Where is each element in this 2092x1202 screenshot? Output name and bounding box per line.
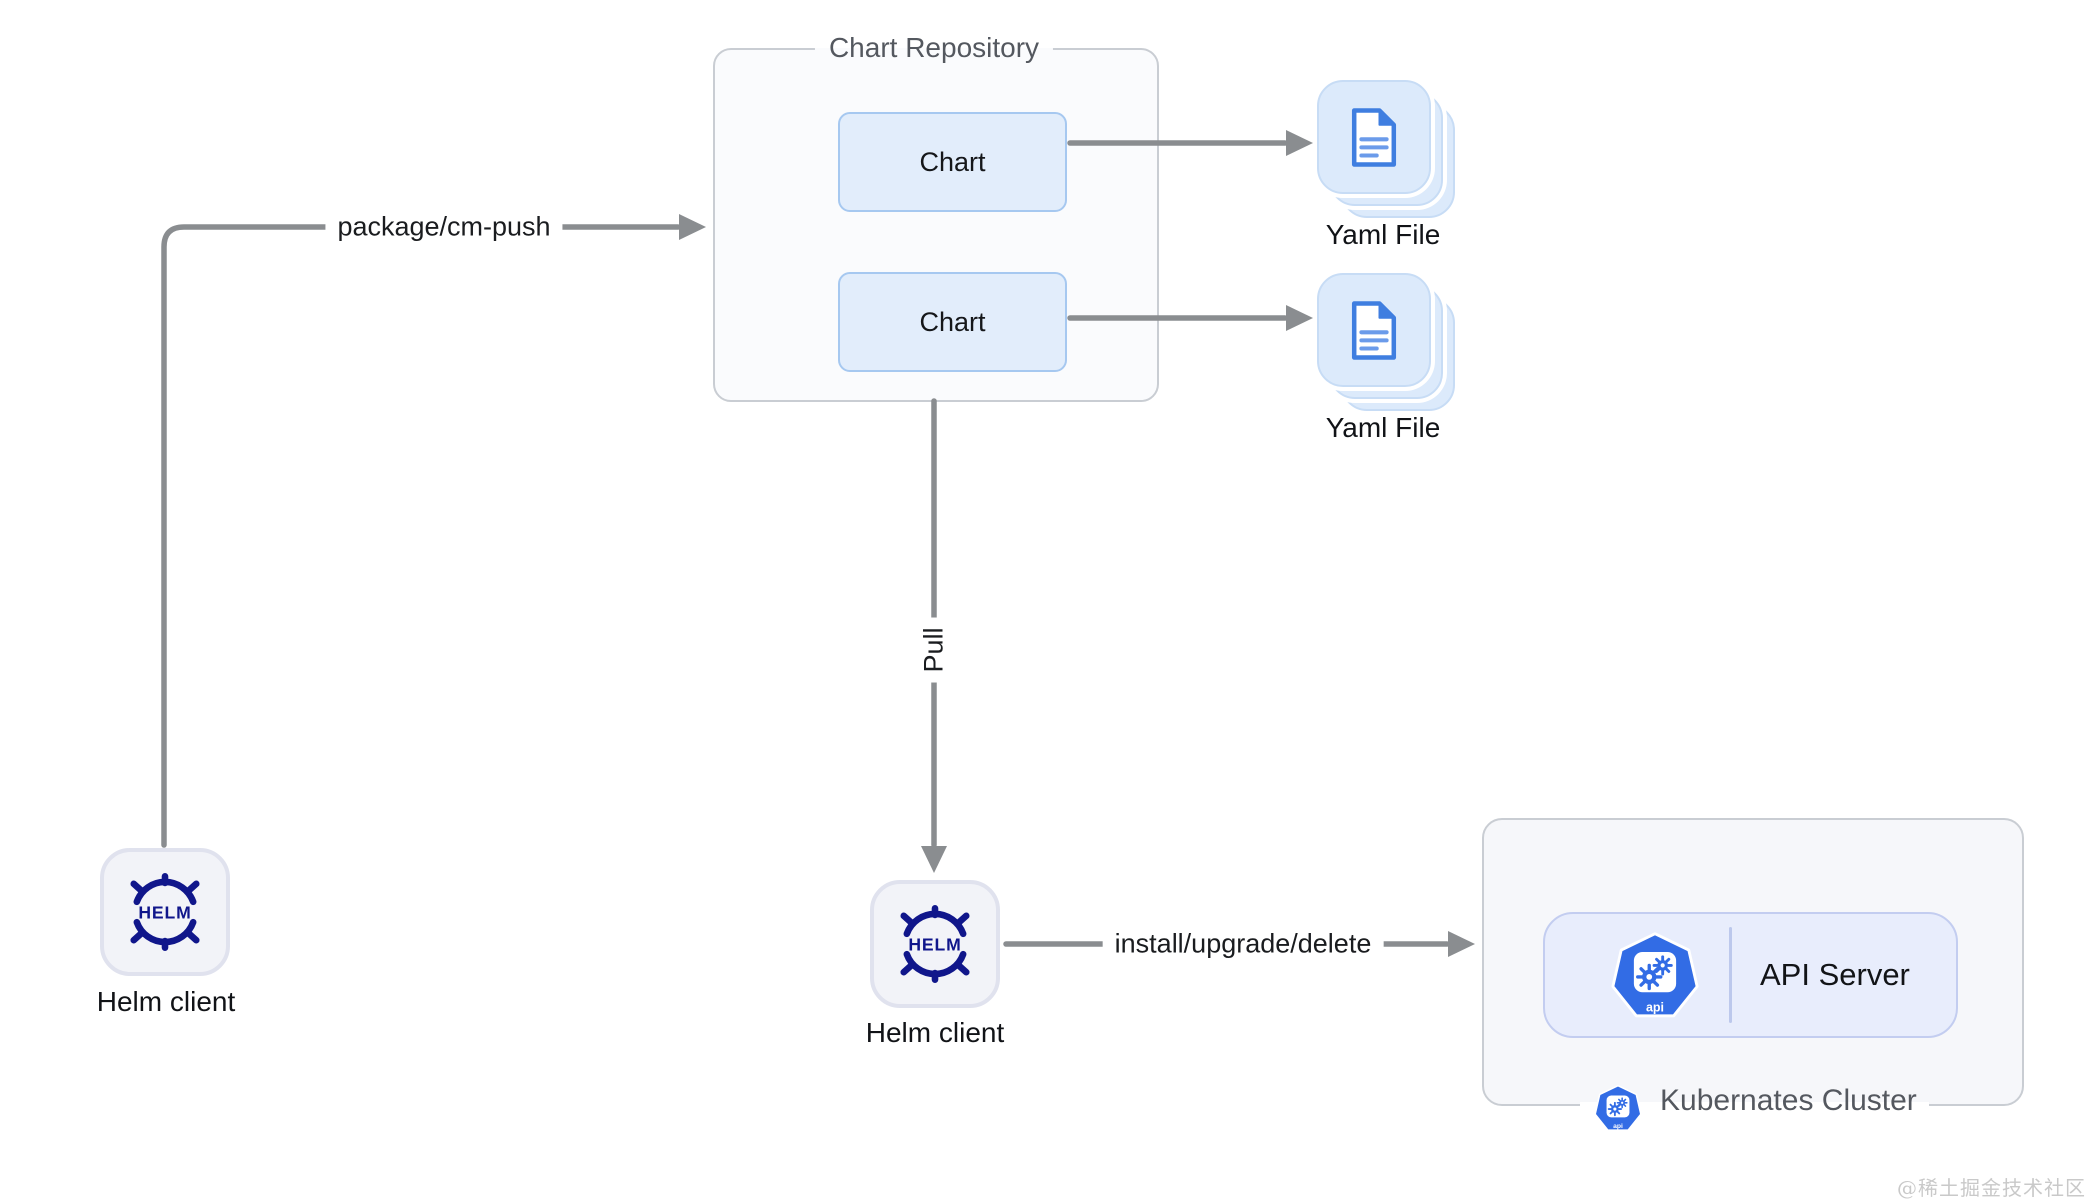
install-edge-label: install/upgrade/delete bbox=[1102, 925, 1384, 963]
watermark-text: @稀土掘金技术社区 bbox=[1897, 1176, 2086, 1200]
helm-client-1-label: Helm client bbox=[96, 986, 236, 1017]
yaml2-arrowhead bbox=[1286, 305, 1313, 331]
chart-repository-title: Chart Repository bbox=[814, 29, 1054, 67]
helm-logo-icon: HELM bbox=[900, 905, 970, 983]
helm-logo-icon: HELM bbox=[130, 873, 200, 951]
chart-node-2-label: Chart bbox=[919, 306, 986, 337]
helm-client-2-icon: HELM bbox=[870, 880, 1000, 1008]
chart-node-2: Chart bbox=[838, 272, 1067, 372]
api-icon-text: api bbox=[1613, 1123, 1623, 1130]
yaml-file-node-2 bbox=[1317, 273, 1463, 419]
api-server-node: api API Server bbox=[1543, 912, 1958, 1038]
yaml-file-2-label: Yaml File bbox=[1325, 412, 1441, 443]
api-icon-text: api bbox=[1646, 1000, 1664, 1014]
helm-client-2-label: Helm client bbox=[865, 1017, 1005, 1048]
yaml1-arrowhead bbox=[1286, 130, 1313, 156]
api-server-label: API Server bbox=[1760, 957, 1910, 992]
kubernetes-cluster-caption: api Kubernates Cluster bbox=[1580, 1072, 1929, 1131]
kubernetes-api-icon: api bbox=[1611, 932, 1699, 1018]
push-arrowhead bbox=[679, 214, 706, 240]
pull-arrowhead bbox=[921, 846, 947, 873]
helm-logo-text: HELM bbox=[908, 935, 961, 955]
document-icon bbox=[1351, 300, 1397, 360]
api-pill-divider bbox=[1729, 927, 1732, 1023]
push-edge-line bbox=[161, 224, 681, 848]
yaml-card-front bbox=[1317, 80, 1431, 194]
yaml-file-node-1 bbox=[1317, 80, 1463, 226]
kubernetes-api-icon-small: api bbox=[1594, 1084, 1642, 1131]
kubernetes-cluster-title: Kubernates Cluster bbox=[1660, 1084, 1917, 1117]
document-icon bbox=[1351, 107, 1397, 167]
pull-edge-label: Pull bbox=[915, 617, 953, 683]
yaml-card-front bbox=[1317, 273, 1431, 387]
chart-node-1-label: Chart bbox=[919, 146, 986, 177]
install-arrowhead bbox=[1448, 931, 1475, 957]
push-edge-label: package/cm-push bbox=[325, 208, 563, 246]
helm-logo-text: HELM bbox=[138, 903, 191, 923]
helm-client-1-icon: HELM bbox=[100, 848, 230, 976]
chart-node-1: Chart bbox=[838, 112, 1067, 212]
yaml-file-1-label: Yaml File bbox=[1325, 219, 1441, 250]
